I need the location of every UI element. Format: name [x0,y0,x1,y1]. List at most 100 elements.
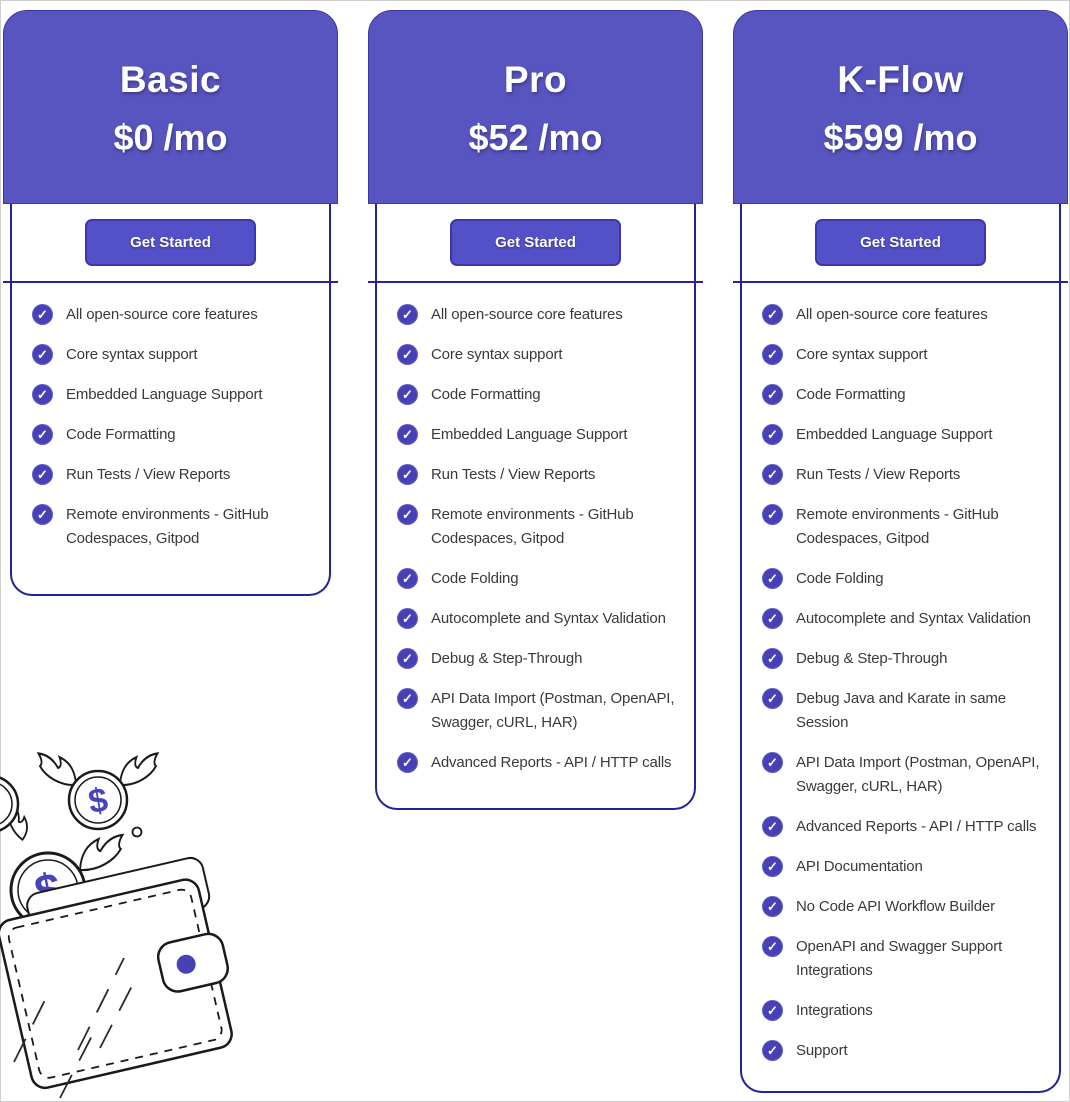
feature-item: ✓ Debug & Step-Through [762,647,1045,671]
check-circle-icon: ✓ [397,504,418,525]
check-circle-icon: ✓ [762,608,783,629]
feature-item: ✓ API Data Import (Postman, OpenAPI, Swa… [397,687,680,735]
winged-coin-partial-icon [0,776,37,841]
section-divider [3,281,338,283]
feature-list: ✓ All open-source core features ✓ Core s… [12,283,329,551]
pricing-card-kflow: K-Flow $599 /mo Get Started ✓ All open-s… [733,10,1068,1093]
feature-label: Remote environments - GitHub Codespaces,… [66,506,269,547]
get-started-button[interactable]: Get Started [85,219,256,266]
get-started-button[interactable]: Get Started [815,219,986,266]
feature-label: Debug & Step-Through [796,650,948,667]
feature-item: ✓ Autocomplete and Syntax Validation [762,607,1045,631]
feature-label: Autocomplete and Syntax Validation [796,610,1031,627]
feature-item: ✓ Remote environments - GitHub Codespace… [32,503,315,551]
feature-label: API Documentation [796,858,923,875]
feature-item: ✓ Debug Java and Karate in same Session [762,687,1045,735]
dot-decoration [131,826,143,838]
feature-label: Advanced Reports - API / HTTP calls [796,818,1037,835]
check-circle-icon: ✓ [32,464,53,485]
feature-label: Code Formatting [66,426,176,443]
feature-item: ✓ All open-source core features [397,303,680,327]
plan-name: Pro [503,59,568,100]
plan-price: $599 /mo [823,117,978,158]
feature-item: ✓ All open-source core features [762,303,1045,327]
feature-label: Code Formatting [431,386,541,403]
wallet-icon [0,856,233,1090]
feature-item: ✓ Integrations [762,999,1045,1023]
check-circle-icon: ✓ [397,384,418,405]
feature-label: Code Formatting [796,386,906,403]
feature-item: ✓ Embedded Language Support [32,383,315,407]
cta-row: Get Started [12,204,329,281]
feature-item: ✓ Core syntax support [397,343,680,367]
check-circle-icon: ✓ [762,424,783,445]
check-circle-icon: ✓ [762,648,783,669]
check-circle-icon: ✓ [397,424,418,445]
plan-header: Basic $0 /mo [3,10,338,204]
check-circle-icon: ✓ [397,688,418,709]
check-circle-icon: ✓ [762,688,783,709]
feature-item: ✓ API Documentation [762,855,1045,879]
plan-name: Basic [119,59,222,100]
check-circle-icon: ✓ [762,384,783,405]
feature-label: Run Tests / View Reports [66,466,231,483]
check-circle-icon: ✓ [32,424,53,445]
feature-list: ✓ All open-source core features ✓ Core s… [377,283,694,775]
feature-label: Run Tests / View Reports [796,466,961,483]
feature-item: ✓ Remote environments - GitHub Codespace… [762,503,1045,551]
section-divider [368,281,703,283]
feature-label: Support [796,1042,848,1059]
section-divider [733,281,1068,283]
feature-item: ✓ Run Tests / View Reports [32,463,315,487]
feature-list: ✓ All open-source core features ✓ Core s… [742,283,1059,1063]
feature-label: All open-source core features [66,306,258,323]
feature-item: ✓ Code Folding [397,567,680,591]
feature-item: ✓ Run Tests / View Reports [397,463,680,487]
check-circle-icon: ✓ [32,384,53,405]
feature-item: ✓ All open-source core features [32,303,315,327]
feature-item: ✓ Code Formatting [32,423,315,447]
feature-label: Remote environments - GitHub Codespaces,… [796,506,999,547]
check-circle-icon: ✓ [762,816,783,837]
feature-item: ✓ Core syntax support [762,343,1045,367]
check-circle-icon: ✓ [397,752,418,773]
feature-item: ✓ Remote environments - GitHub Codespace… [397,503,680,551]
check-circle-icon: ✓ [32,344,53,365]
dashed-lines-decoration [13,957,133,1099]
feature-label: API Data Import (Postman, OpenAPI, Swagg… [431,690,675,731]
check-circle-icon: ✓ [397,568,418,589]
feature-label: API Data Import (Postman, OpenAPI, Swagg… [796,754,1040,795]
check-circle-icon: ✓ [762,304,783,325]
check-circle-icon: ✓ [762,568,783,589]
feature-label: OpenAPI and Swagger Support Integrations [796,938,1003,979]
wallet-coins-illustration: $ $ [0,752,233,1099]
check-circle-icon: ✓ [762,344,783,365]
feature-item: ✓ Autocomplete and Syntax Validation [397,607,680,631]
check-circle-icon: ✓ [762,856,783,877]
feature-label: Code Folding [796,570,884,587]
check-circle-icon: ✓ [397,464,418,485]
check-circle-icon: ✓ [397,304,418,325]
plan-body: Get Started ✓ All open-source core featu… [3,204,338,596]
check-circle-icon: ✓ [762,464,783,485]
plan-price: $0 /mo [113,117,228,158]
plan-name: K-Flow [837,59,964,100]
plan-header: Pro $52 /mo [368,10,703,204]
check-circle-icon: ✓ [762,1000,783,1021]
get-started-button[interactable]: Get Started [450,219,621,266]
feature-label: Embedded Language Support [66,386,263,403]
plan-price: $52 /mo [468,117,603,158]
feature-item: ✓ OpenAPI and Swagger Support Integratio… [762,935,1045,983]
feature-item: ✓ Code Folding [762,567,1045,591]
feature-label: Embedded Language Support [431,426,628,443]
check-circle-icon: ✓ [397,648,418,669]
feature-item: ✓ No Code API Workflow Builder [762,895,1045,919]
check-circle-icon: ✓ [762,752,783,773]
feature-label: All open-source core features [431,306,623,323]
feature-item: ✓ Advanced Reports - API / HTTP calls [397,751,680,775]
check-circle-icon: ✓ [32,504,53,525]
feature-item: ✓ Run Tests / View Reports [762,463,1045,487]
feature-label: Integrations [796,1002,873,1019]
cta-row: Get Started [377,204,694,281]
